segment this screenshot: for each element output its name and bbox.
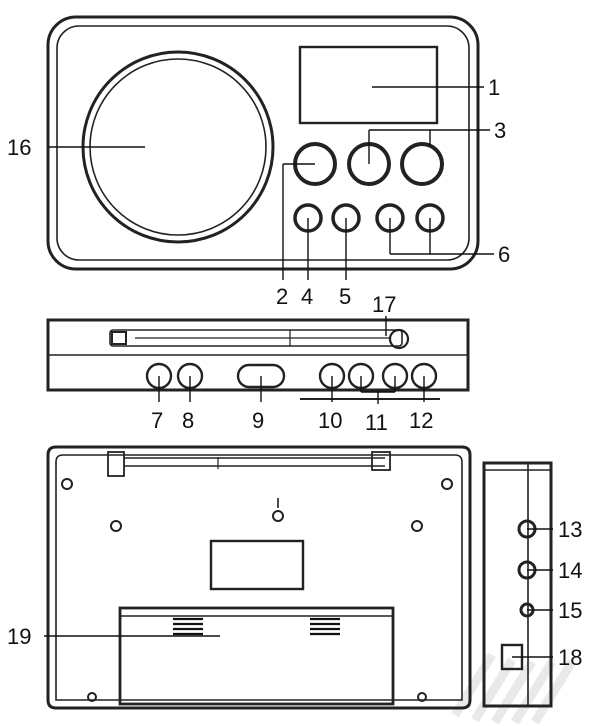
callout-1: 1 bbox=[488, 75, 500, 100]
callout-15: 15 bbox=[558, 598, 582, 623]
top-antenna bbox=[109, 329, 403, 347]
callout-16: 16 bbox=[7, 135, 31, 160]
front-knob-3 bbox=[400, 142, 444, 186]
callout-labels: 1 2 3 4 5 6 7 8 9 10 11 12 13 14 15 16 1… bbox=[7, 75, 582, 670]
screw-bottom-right-icon bbox=[417, 692, 427, 702]
screw-mid-right-icon bbox=[411, 520, 423, 532]
rear-label-plate bbox=[209, 539, 305, 591]
callout-18: 18 bbox=[558, 645, 582, 670]
top-antenna-pivot bbox=[388, 328, 410, 350]
screw-mid-left-icon bbox=[110, 520, 122, 532]
callout-8: 8 bbox=[182, 408, 194, 433]
battery-latch-left bbox=[173, 617, 203, 636]
battery-compartment bbox=[118, 606, 395, 706]
battery-latch-right bbox=[310, 617, 340, 636]
leader-lines bbox=[44, 86, 553, 658]
callout-3: 3 bbox=[494, 118, 506, 143]
top-view bbox=[46, 318, 470, 400]
callout-11: 11 bbox=[365, 410, 388, 435]
watermark bbox=[451, 652, 576, 725]
callout-6: 6 bbox=[498, 242, 510, 267]
front-body-inner bbox=[56, 25, 470, 261]
top-antenna-clip-left bbox=[111, 331, 127, 345]
callout-12: 12 bbox=[409, 408, 433, 433]
screw-top-right-icon bbox=[441, 478, 453, 490]
rear-view bbox=[46, 445, 472, 710]
callout-2: 2 bbox=[276, 284, 288, 309]
side-view bbox=[482, 461, 553, 708]
callout-7: 7 bbox=[151, 408, 163, 433]
screw-top-left-icon bbox=[61, 478, 73, 490]
callout-17: 17 bbox=[372, 292, 396, 317]
rear-antenna-clip bbox=[107, 451, 125, 477]
callout-14: 14 bbox=[558, 558, 582, 583]
front-body-outer bbox=[46, 15, 480, 271]
front-view bbox=[46, 15, 480, 271]
callout-13: 13 bbox=[558, 517, 582, 542]
rear-antenna-end bbox=[371, 451, 391, 471]
rear-body bbox=[46, 445, 472, 710]
callout-4: 4 bbox=[301, 284, 313, 309]
callout-5: 5 bbox=[339, 284, 351, 309]
screw-bottom-left-icon bbox=[87, 692, 97, 702]
callout-10: 10 bbox=[318, 408, 342, 433]
screw-center-icon bbox=[272, 510, 284, 522]
rear-body-inner bbox=[55, 454, 463, 701]
lcd-display bbox=[298, 45, 439, 125]
callout-9: 9 bbox=[252, 408, 264, 433]
callout-19: 19 bbox=[7, 624, 31, 649]
